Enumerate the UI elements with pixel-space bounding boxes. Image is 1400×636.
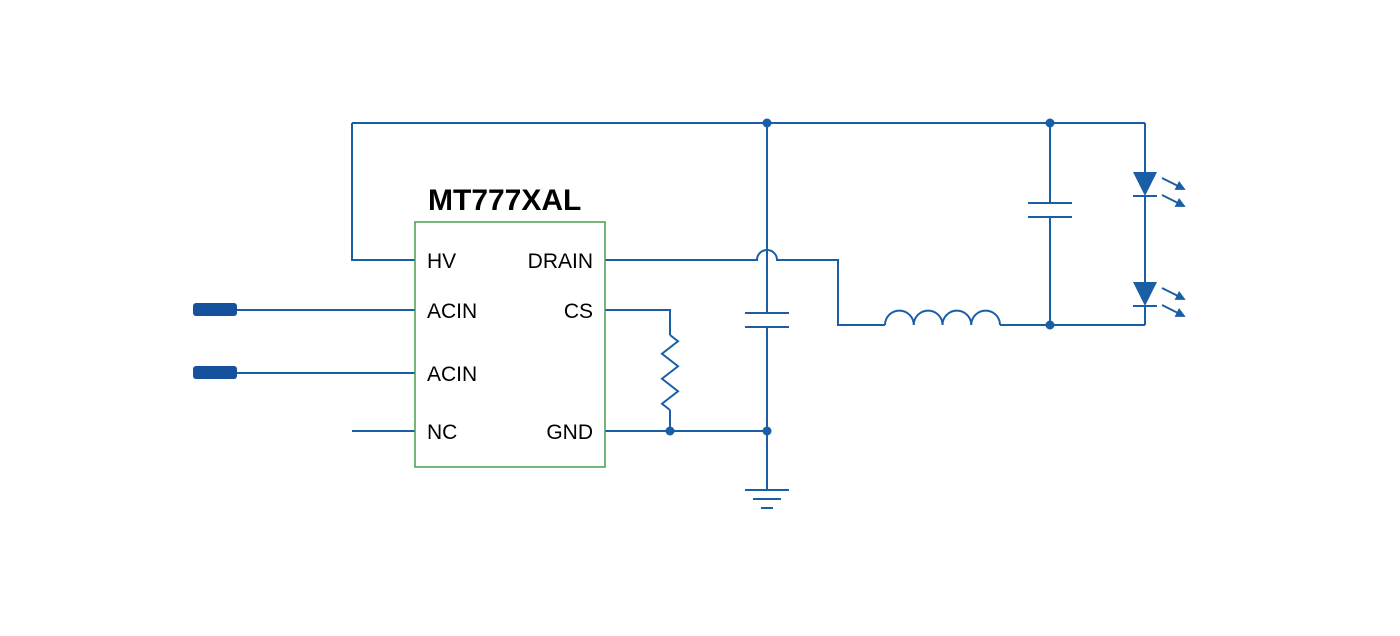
light-arrow-icon (1161, 304, 1186, 317)
light-arrow-icon (1161, 287, 1186, 300)
light-arrow-icon (1161, 194, 1186, 207)
ac-terminal-bottom (193, 366, 237, 379)
ic-body (414, 221, 606, 468)
led-icon-bottom (1133, 282, 1186, 317)
pin-label-nc: NC (427, 421, 457, 444)
junction-dot (762, 426, 772, 436)
input-capacitor-icon (745, 312, 789, 328)
pin-label-drain: DRAIN (528, 250, 593, 273)
resistor-icon (660, 334, 680, 411)
wire-hv (351, 123, 415, 261)
pin-label-acin-2: ACIN (427, 363, 477, 386)
ic-title: MT777XAL (428, 184, 581, 217)
ic: MT777XAL HV ACIN ACIN NC DRAIN CS GND (414, 184, 606, 468)
pin-label-gnd: GND (546, 421, 593, 444)
light-arrow-icon (1161, 177, 1186, 190)
inductor-icon (884, 309, 1001, 326)
output-capacitor-icon (1028, 202, 1072, 218)
ac-terminal-top (193, 303, 237, 316)
wire-cs (605, 309, 671, 335)
junction-dot (1045, 320, 1055, 330)
ground-icon (745, 489, 789, 509)
junction-dot (1045, 118, 1055, 128)
junction-dot (665, 426, 675, 436)
junction-dot (762, 118, 772, 128)
wire-drain (605, 249, 885, 326)
pin-label-cs: CS (564, 300, 593, 323)
led-icon-top (1133, 172, 1186, 207)
pin-label-acin-1: ACIN (427, 300, 477, 323)
pin-label-hv: HV (427, 250, 456, 273)
